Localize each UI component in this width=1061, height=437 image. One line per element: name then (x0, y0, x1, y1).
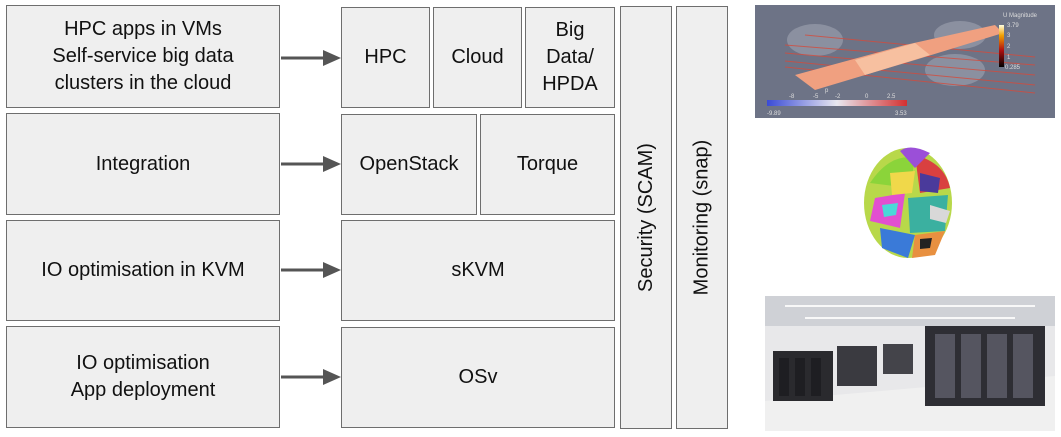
box-line: clusters in the cloud (54, 72, 232, 94)
torque-box: Torque (480, 114, 615, 215)
tick-label: 3.53 (895, 111, 907, 117)
tick-label: 3 (1007, 33, 1011, 39)
integration-box: Integration (6, 113, 280, 215)
box-line: IO optimisation (76, 352, 210, 374)
monitoring-label: Monitoring (snap) (690, 139, 713, 296)
io-kvm-box: IO optimisation in KVM (6, 220, 280, 321)
mesh-partition-image (860, 143, 956, 265)
box-line: Big (555, 19, 585, 41)
box-line: Self-service big data (52, 45, 234, 67)
hpc-apps-box: HPC apps in VMs Self-service big data cl… (6, 5, 280, 108)
tick-label: 0.285 (1005, 65, 1021, 71)
tick-label: 2.5 (887, 94, 896, 100)
security-box: Security (SCAM) (620, 6, 672, 429)
skvm-box: sKVM (341, 220, 615, 321)
datacenter-graphic (765, 296, 1055, 431)
tick-label: 2 (1007, 44, 1011, 50)
tick-label: -8 (789, 94, 795, 100)
tick-label: 1 (1007, 55, 1011, 61)
box-label: OpenStack (359, 153, 459, 175)
legend-title: U Magnitude (1003, 13, 1038, 19)
box-line: Integration (95, 152, 191, 175)
datacenter-image (765, 296, 1055, 431)
hpc-box: HPC (341, 7, 430, 108)
security-label: Security (SCAM) (634, 143, 657, 292)
arrow-icon (281, 369, 341, 385)
tick-label: 3.79 (1007, 23, 1019, 29)
bar-label: p (825, 88, 829, 94)
box-line: IO optimisation in KVM (41, 259, 245, 281)
flow-simulation-image: -9.89 -8 -5 -2 0 2.5 3.53 p U Magnitude … (755, 5, 1055, 118)
box-label: sKVM (451, 259, 505, 281)
box-label: HPC (364, 46, 407, 68)
tick-label: -5 (813, 94, 819, 100)
arrow-icon (281, 50, 341, 66)
arrow-icon (281, 156, 341, 172)
box-line: HPDA (542, 73, 598, 95)
openstack-box: OpenStack (341, 114, 477, 215)
box-label: Torque (516, 153, 579, 175)
monitoring-box: Monitoring (snap) (676, 6, 728, 429)
box-line: Data/ (546, 46, 594, 68)
box-line: App deployment (70, 379, 216, 401)
mesh-partition-graphic (864, 147, 952, 258)
cloud-box: Cloud (433, 7, 522, 108)
arrow-icon (281, 262, 341, 278)
io-app-deploy-box: IO optimisation App deployment (6, 326, 280, 428)
tick-label: -2 (835, 94, 841, 100)
tick-label: -9.89 (767, 111, 781, 117)
osv-box: OSv (341, 327, 615, 428)
box-line: HPC apps in VMs (64, 18, 222, 40)
bigdata-box: Big Data/ HPDA (525, 7, 615, 108)
flow-simulation-graphic: -9.89 -8 -5 -2 0 2.5 3.53 p U Magnitude … (755, 5, 1055, 118)
tick-label: 0 (865, 94, 869, 100)
box-label: Cloud (451, 46, 504, 68)
box-label: OSv (458, 366, 498, 388)
